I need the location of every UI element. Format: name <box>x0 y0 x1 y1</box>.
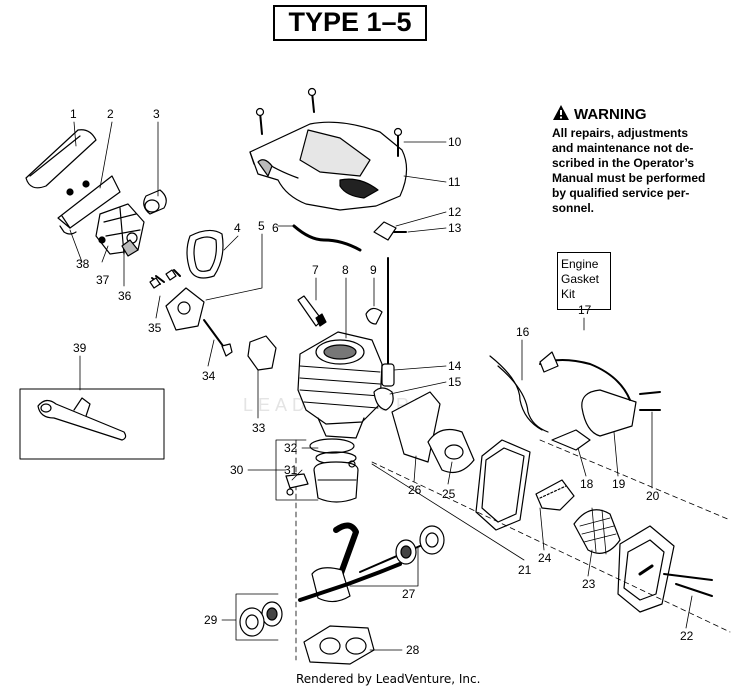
warning-heading: WARNING <box>574 106 647 123</box>
callout-25: 25 <box>442 487 456 501</box>
part-intake-boot <box>143 189 167 215</box>
callout-33: 33 <box>252 421 266 435</box>
callout-34: 34 <box>202 369 216 383</box>
warning-text: All repairs, adjustments and maintenance… <box>552 126 740 216</box>
callout-3: 3 <box>153 107 160 121</box>
part-muffler-gasket-small <box>373 387 394 411</box>
callout-14: 14 <box>448 359 462 373</box>
part-muffler-shield <box>391 391 441 463</box>
warning-triangle-icon <box>553 105 569 120</box>
callout-20: 20 <box>646 489 660 503</box>
callout-9: 9 <box>370 263 377 277</box>
part-wires <box>489 355 549 433</box>
part-tool-box <box>19 388 165 460</box>
callout-26: 26 <box>408 483 422 497</box>
part-carburetor <box>95 203 145 257</box>
warning-line: Manual must be performed <box>552 171 706 185</box>
callout-12: 12 <box>448 205 462 219</box>
callout-8: 8 <box>342 263 349 277</box>
engine-gasket-kit-box: Engine Gasket Kit <box>557 252 611 310</box>
part-ignition-module <box>539 351 661 437</box>
part-combination-wrench <box>37 397 127 441</box>
kit-label-line: Kit <box>561 287 576 301</box>
callout-5: 5 <box>258 219 265 233</box>
part-impulse-hose <box>292 224 362 252</box>
part-screen <box>573 507 621 555</box>
callout-39: 39 <box>73 341 87 355</box>
callout-17: 17 <box>578 303 592 317</box>
callout-2: 2 <box>107 107 114 121</box>
callout-15: 15 <box>448 375 462 389</box>
callout-32: 32 <box>284 441 298 455</box>
warning-line: sonnel. <box>552 201 595 215</box>
callout-30: 30 <box>230 463 244 477</box>
part-cylinder-gasket <box>247 335 277 371</box>
callout-10: 10 <box>448 135 462 149</box>
part-spark-arrestor <box>535 479 575 511</box>
kit-label-line: Gasket <box>561 272 600 286</box>
callout-21: 21 <box>518 563 532 577</box>
warning-line: by qualified service per- <box>552 186 690 200</box>
part-cylinder <box>297 331 383 439</box>
callout-31: 31 <box>284 463 298 477</box>
callout-11: 11 <box>448 175 461 189</box>
footer-credit: Rendered by LeadVenture, Inc. <box>296 672 481 686</box>
part-muffler-body <box>475 439 531 531</box>
part-intake-adapter <box>165 287 205 331</box>
part-plug-cap <box>365 307 383 325</box>
callout-36: 36 <box>118 289 132 303</box>
callout-27: 27 <box>402 587 416 601</box>
callout-7: 7 <box>312 263 319 277</box>
callout-37: 37 <box>96 273 110 287</box>
part-piston <box>285 438 359 503</box>
callout-18: 18 <box>580 477 594 491</box>
callout-24: 24 <box>538 551 552 565</box>
warning-line: and maintenance not de- <box>552 141 694 155</box>
callout-16: 16 <box>516 325 530 339</box>
part-screws <box>149 269 181 289</box>
callout-38: 38 <box>76 257 90 271</box>
kit-label-line: Engine <box>561 257 599 271</box>
part-spark-plug <box>297 295 327 327</box>
part-cover-screws <box>255 87 403 157</box>
part-air-filter-cover <box>25 129 97 189</box>
part-top-cover <box>249 121 408 211</box>
part-long-screw <box>203 319 233 357</box>
part-intake-gasket <box>186 229 224 279</box>
part-ground-lead <box>551 429 591 451</box>
part-spark-plug-terminal <box>373 221 407 241</box>
callout-1: 1 <box>70 107 77 121</box>
callout-23: 23 <box>582 577 596 591</box>
diagram-title: TYPE 1–5 <box>273 5 427 41</box>
part-air-filter-base <box>57 175 121 235</box>
callout-28: 28 <box>406 643 420 657</box>
callout-4: 4 <box>234 221 241 235</box>
warning-line: All repairs, adjustments <box>552 126 689 140</box>
part-crankshaft <box>298 522 421 603</box>
part-muffler-cover <box>617 525 713 613</box>
callout-19: 19 <box>612 477 626 491</box>
leader-lines <box>69 121 693 651</box>
part-decompression-valve <box>381 257 395 387</box>
callout-35: 35 <box>148 321 162 335</box>
warning-line: scribed in the Operator’s <box>552 156 695 170</box>
callout-22: 22 <box>680 629 694 643</box>
callout-29: 29 <box>204 613 218 627</box>
part-muffler-gasket <box>427 429 475 473</box>
callout-13: 13 <box>448 221 462 235</box>
part-bearings <box>239 525 445 637</box>
callout-6: 6 <box>272 221 279 235</box>
